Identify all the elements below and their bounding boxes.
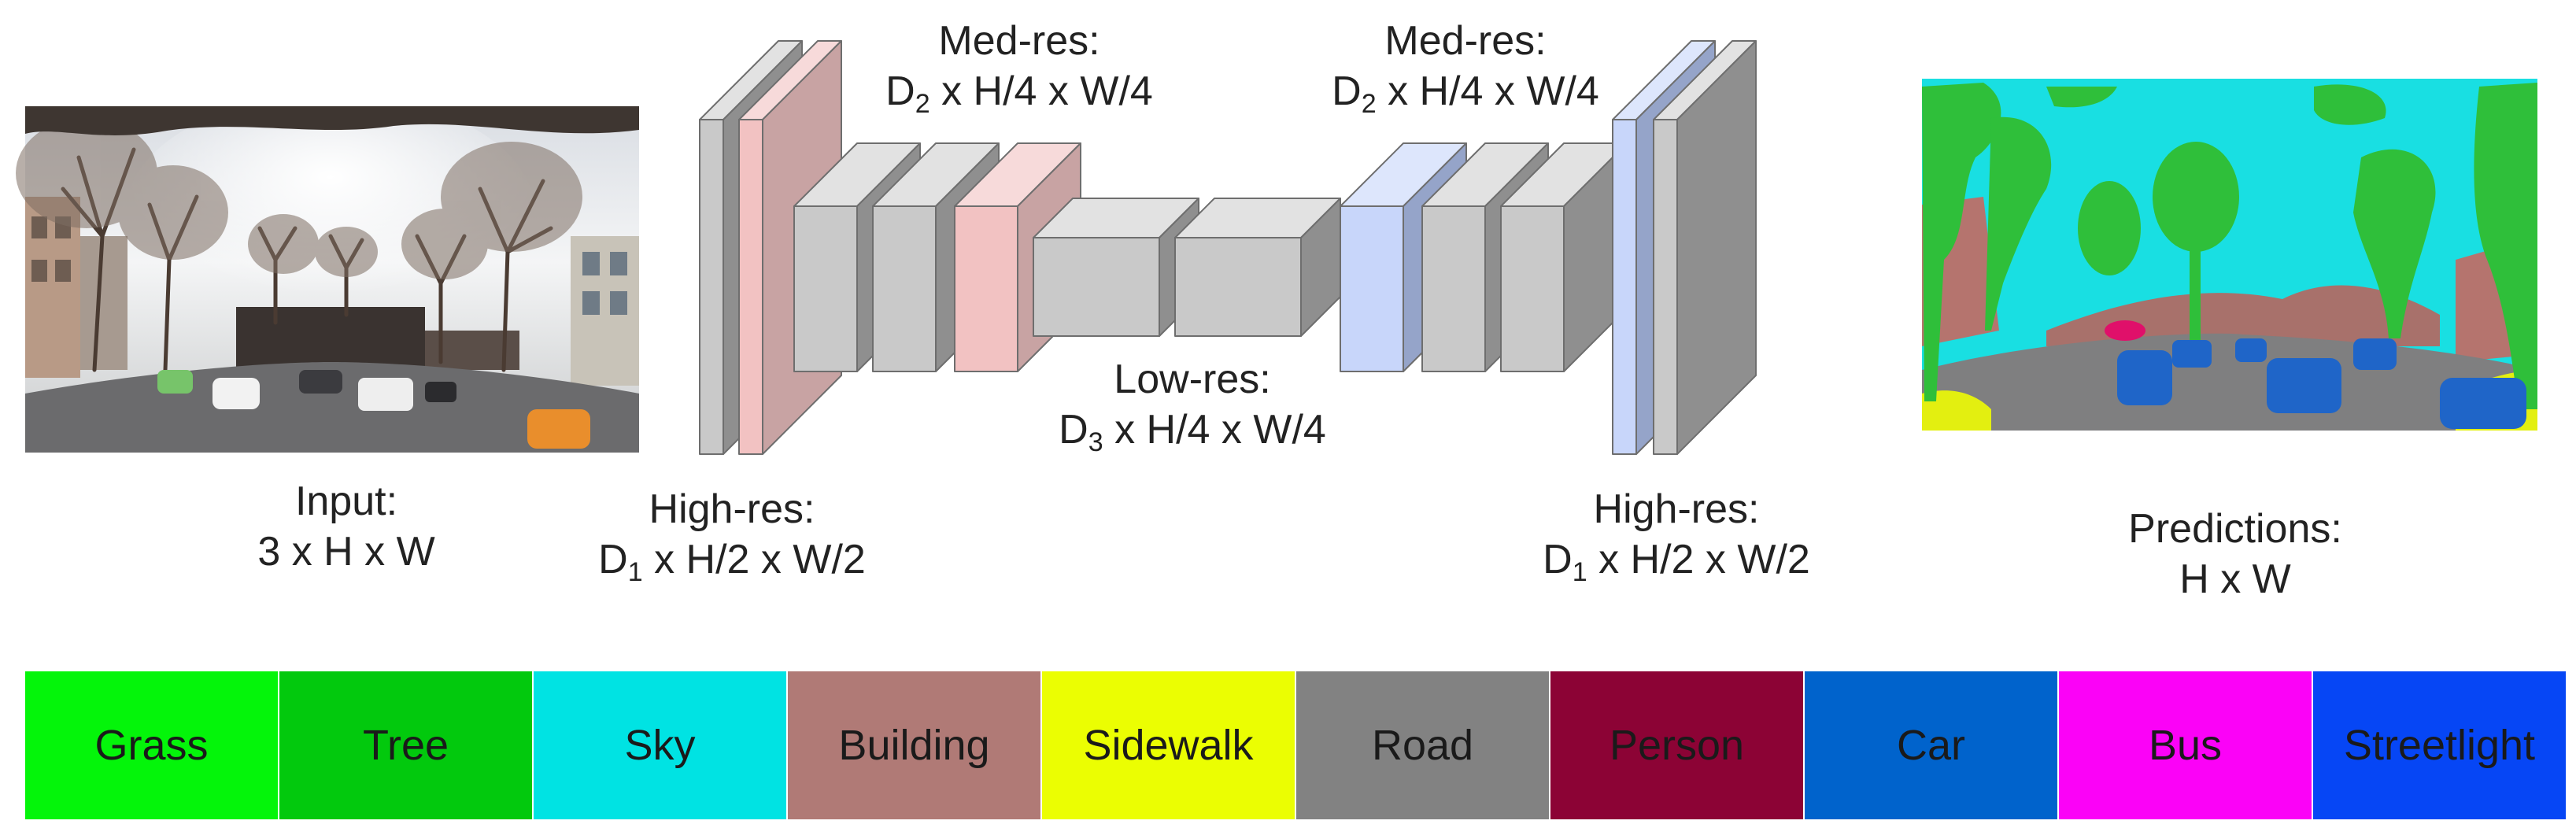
high-res-left-label: High-res: D1 x H/2 x W/2: [535, 484, 929, 587]
med-res-right-label: Med-res: D2 x H/4 x W/4: [1269, 16, 1662, 119]
med-res-right-dims: D2 x H/4 x W/4: [1332, 68, 1599, 119]
predictions-label: Predictions: H x W: [2031, 504, 2440, 604]
legend-label: Person: [1609, 722, 1745, 769]
legend-label: Sky: [624, 722, 696, 769]
legend-item-sky: Sky: [534, 671, 788, 819]
legend-item-grass: Grass: [25, 671, 279, 819]
high-res-right-dims: D1 x H/2 x W/2: [1543, 537, 1810, 587]
low-res-block-1: [1033, 198, 1199, 337]
legend-item-sidewalk: Sidewalk: [1042, 671, 1296, 819]
high-res-left-title: High-res:: [649, 486, 815, 532]
high-res-right-label: High-res: D1 x H/2 x W/2: [1480, 484, 1873, 587]
input-label-dims: 3 x H x W: [257, 529, 435, 575]
high-res-right-title: High-res:: [1593, 486, 1760, 532]
predictions-label-title: Predictions:: [2128, 506, 2342, 552]
legend-item-bus: Bus: [2059, 671, 2313, 819]
legend-label: Sidewalk: [1083, 722, 1254, 769]
class-legend: Grass Tree Sky Building Sidewalk Road Person Ca…: [25, 671, 2566, 819]
legend-label: Tree: [362, 722, 449, 769]
high-res-block-right-gray: [1653, 40, 1757, 455]
legend-item-car: Car: [1805, 671, 2059, 819]
legend-label: Bus: [2148, 722, 2223, 769]
predictions-label-dims: H x W: [2179, 556, 2291, 602]
low-res-block-2: [1174, 198, 1341, 337]
input-label: Input: 3 x H x W: [189, 476, 504, 577]
legend-item-person: Person: [1550, 671, 1805, 819]
legend-item-road: Road: [1296, 671, 1550, 819]
legend-item-tree: Tree: [279, 671, 534, 819]
low-res-title: Low-res:: [1114, 357, 1271, 402]
high-res-left-dims: D1 x H/2 x W/2: [598, 537, 866, 587]
legend-label: Grass: [94, 722, 209, 769]
legend-item-streetlight: Streetlight: [2313, 671, 2566, 819]
low-res-label: Low-res: D3 x H/4 x W/4: [996, 354, 1389, 457]
prediction-segmentation-image: [1922, 79, 2537, 431]
legend-label: Car: [1896, 722, 1965, 769]
med-res-right-title: Med-res:: [1384, 18, 1547, 64]
legend-item-building: Building: [788, 671, 1042, 819]
med-res-left-label: Med-res: D2 x H/4 x W/4: [822, 16, 1216, 119]
med-res-block-right-2: [1500, 142, 1628, 372]
legend-label: Road: [1371, 722, 1474, 769]
legend-label: Building: [838, 722, 990, 769]
input-label-title: Input:: [294, 479, 398, 524]
med-res-left-title: Med-res:: [938, 18, 1100, 64]
med-res-left-dims: D2 x H/4 x W/4: [885, 68, 1153, 119]
low-res-dims: D3 x H/4 x W/4: [1059, 407, 1326, 457]
legend-label: Streetlight: [2343, 722, 2536, 769]
input-panorama-image: [16, 94, 639, 453]
